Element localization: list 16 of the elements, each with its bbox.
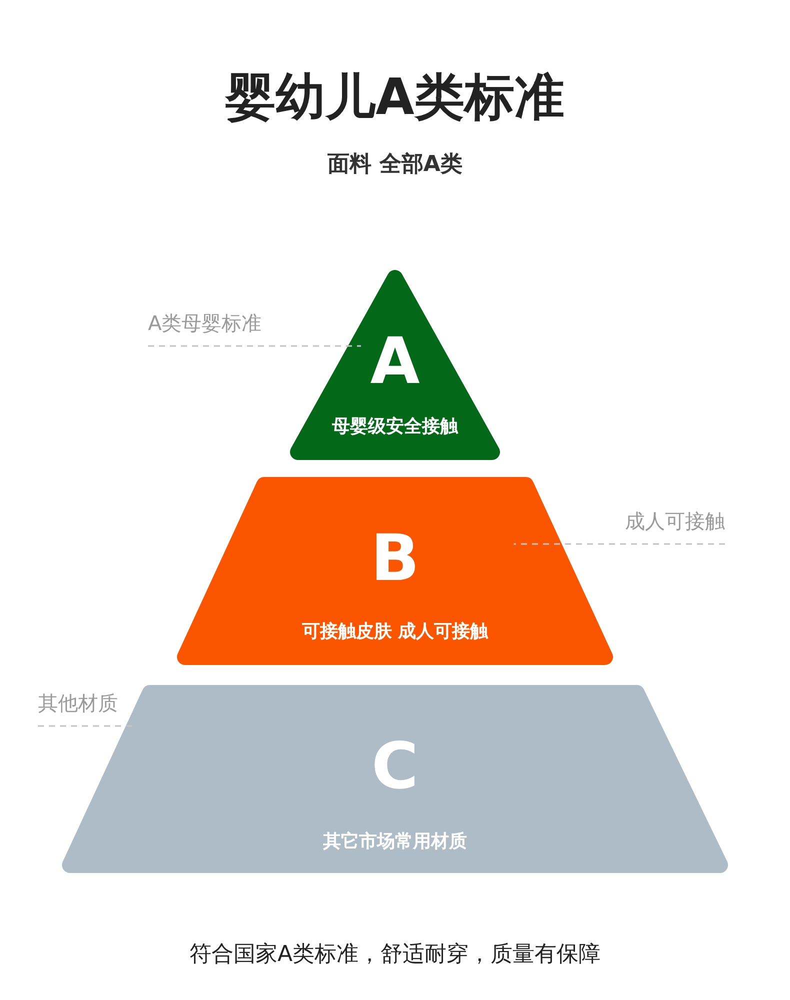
tier-letter: C — [370, 735, 420, 799]
side-label: A类母婴标准 — [148, 308, 288, 338]
tier-description: 可接触皮肤 成人可接触 — [300, 620, 490, 643]
pyramid-tier — [290, 270, 500, 460]
side-label: 成人可接触 — [605, 506, 725, 536]
footer-note: 符合国家A类标准，舒适耐穿，质量有保障 — [188, 941, 602, 969]
leader-line — [514, 543, 725, 545]
tier-letter: A — [369, 330, 421, 394]
tier-description: 母婴级安全接触 — [331, 416, 460, 438]
pyramid-tier — [177, 477, 613, 665]
tier-description: 其它市场常用材质 — [322, 830, 468, 853]
tier-letter: B — [370, 527, 420, 591]
leader-line — [148, 345, 361, 347]
title: 婴幼儿A类标准 — [224, 67, 566, 128]
side-label: 其他材质 — [38, 688, 138, 718]
subtitle: 面料 全部A类 — [326, 151, 464, 179]
